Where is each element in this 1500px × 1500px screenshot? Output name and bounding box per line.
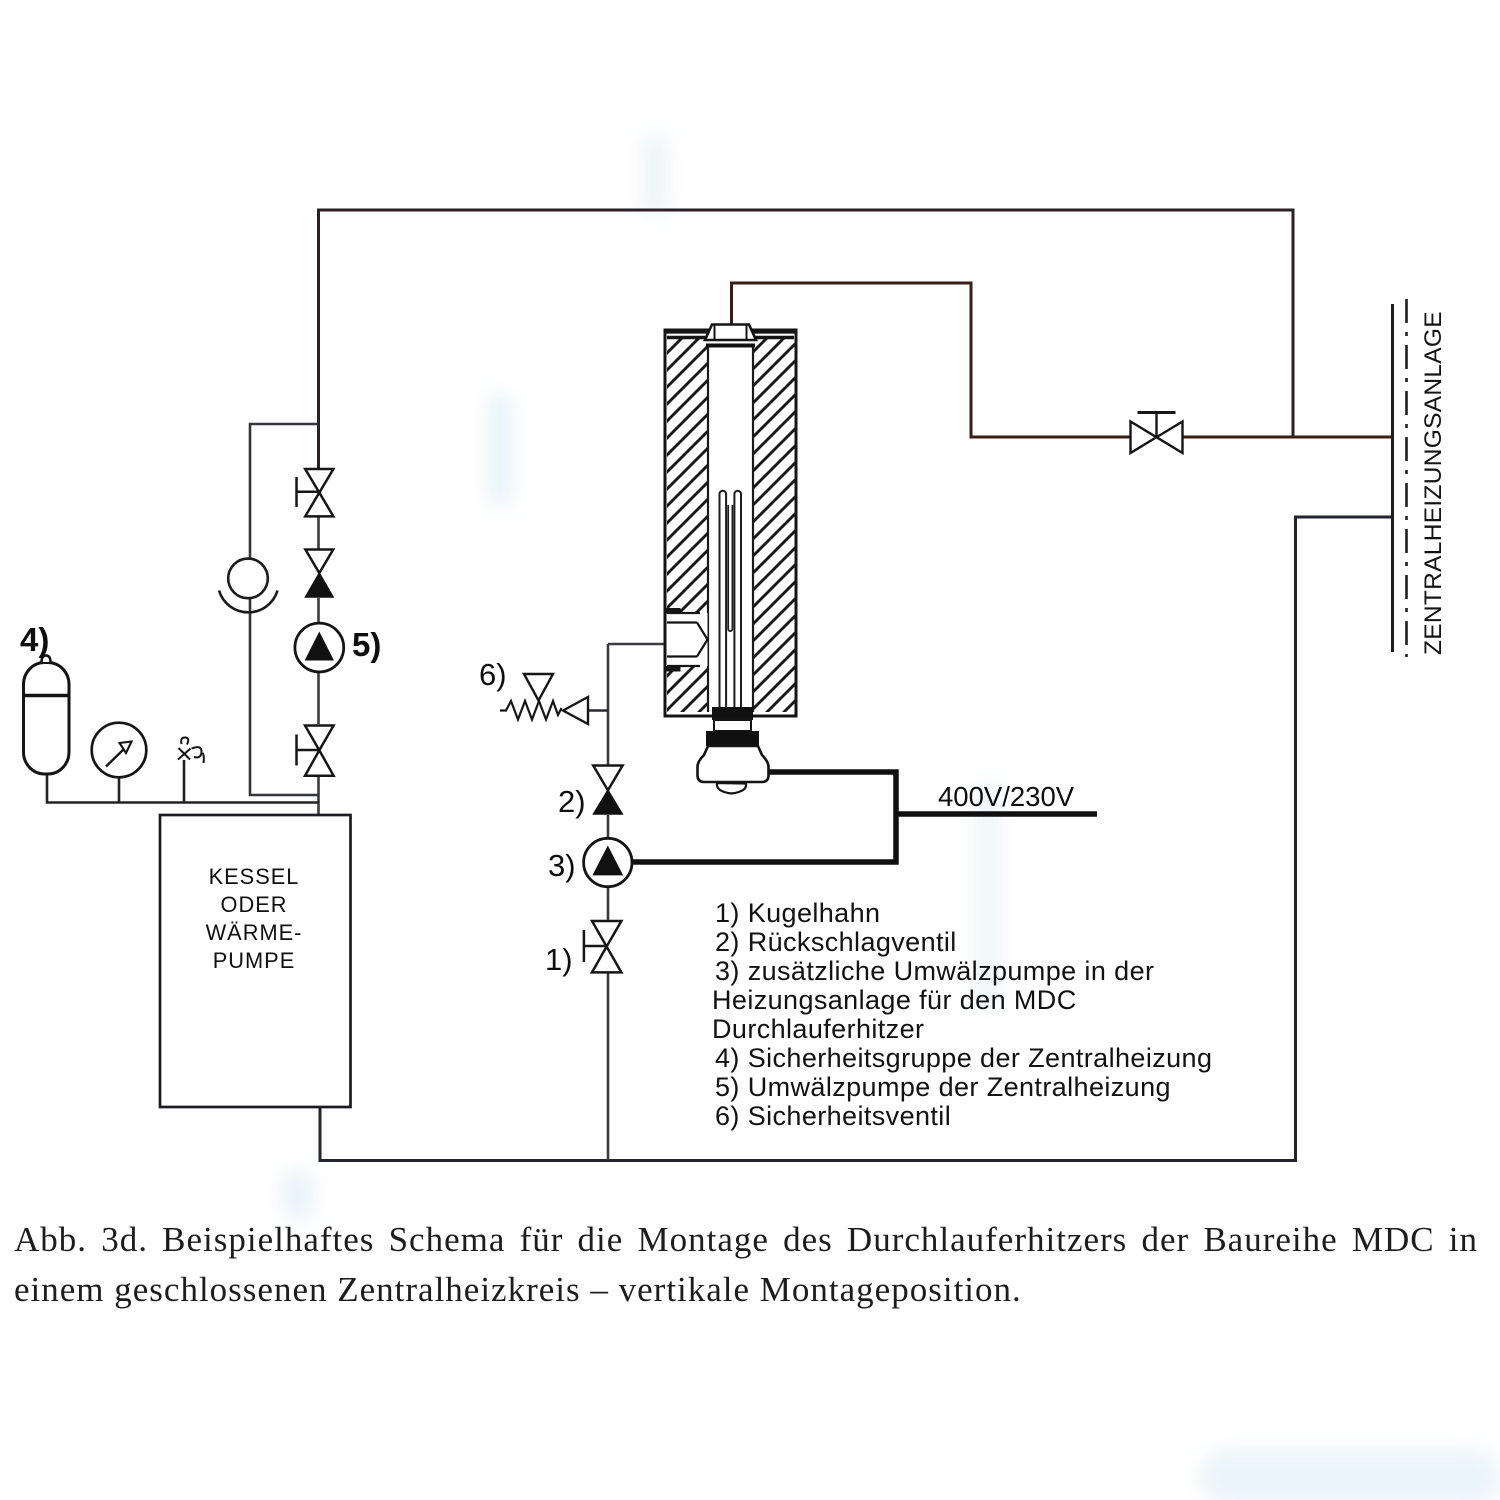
svg-text:4) Sicherheitsgruppe der Zentr: 4) Sicherheitsgruppe der Zentralheizung [715,1043,1212,1073]
svg-text:3): 3) [548,848,576,883]
svg-text:1) Kugelhahn: 1) Kugelhahn [715,898,880,928]
svg-text:4): 4) [20,621,49,658]
svg-text:WÄRME-: WÄRME- [206,920,303,945]
svg-text:6) Sicherheitsventil: 6) Sicherheitsventil [715,1101,951,1131]
svg-text:ODER: ODER [221,892,288,917]
svg-text:2): 2) [558,784,586,819]
svg-text:400V/230V: 400V/230V [938,781,1075,812]
svg-text:ZENTRALHEIZUNGSANLAGE: ZENTRALHEIZUNGSANLAGE [1420,311,1447,655]
svg-text:5): 5) [352,626,381,663]
svg-text:Durchlauferhitzer: Durchlauferhitzer [712,1014,924,1044]
svg-text:PUMPE: PUMPE [213,948,296,973]
svg-text:KESSEL: KESSEL [209,864,300,889]
svg-text:2) Rückschlagventil: 2) Rückschlagventil [715,927,957,957]
svg-text:5) Umwälzpumpe der Zentralheiz: 5) Umwälzpumpe der Zentralheizung [715,1072,1171,1102]
svg-text:3) zusätzliche Umwälzpumpe in: 3) zusätzliche Umwälzpumpe in der [715,956,1154,986]
svg-text:6): 6) [479,657,507,692]
svg-text:1): 1) [545,942,573,977]
svg-text:Heizungsanlage für den MDC: Heizungsanlage für den MDC [712,985,1077,1015]
